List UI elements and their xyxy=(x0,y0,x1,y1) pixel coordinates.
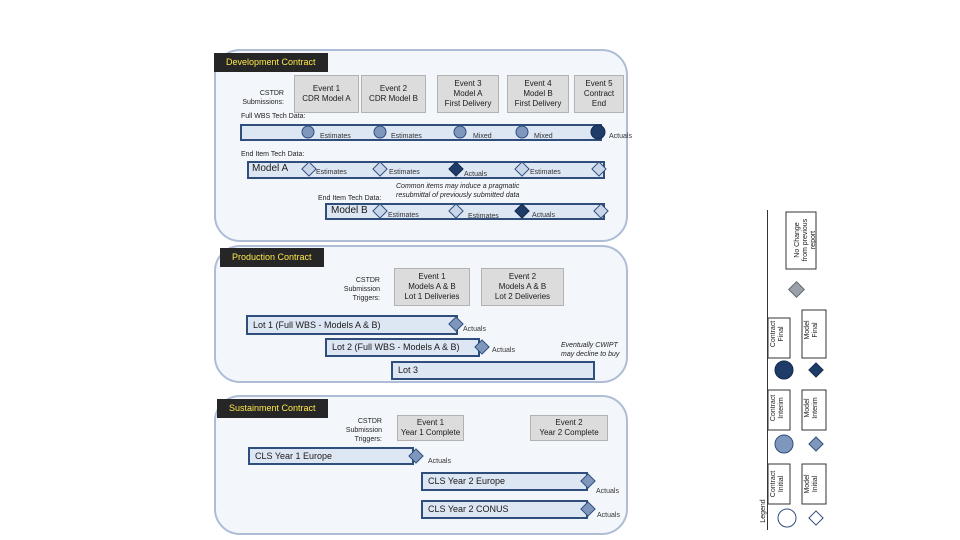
prod-csdr-label: CSTDR Submission Triggers: xyxy=(343,277,380,302)
cls-year-2-europe-bar: CLS Year 2 Europe xyxy=(421,472,588,491)
model-b-label: Model B xyxy=(331,205,368,216)
dev-event-5: Event 5 Contract End xyxy=(574,75,624,113)
full-wbs-mark-3: Mixed xyxy=(473,133,492,140)
model-b-mark-2: Estimates xyxy=(468,213,499,220)
model-b-mark-3: Actuals xyxy=(532,212,555,219)
prod-event-1: Event 1 Models A & B Lot 1 Deliveries xyxy=(394,268,470,306)
model-a-diamond-4 xyxy=(514,161,530,177)
lot-3-bar: Lot 3 xyxy=(391,361,595,380)
dev-note: Common items may induce a pragmatic resu… xyxy=(396,183,520,199)
legend-no-change-frame xyxy=(785,211,817,270)
end-item-label-b: End Item Tech Data: xyxy=(318,195,382,202)
sustainment-title: Sustainment Contract xyxy=(217,399,328,418)
legend-model-initial-frame xyxy=(801,463,827,505)
sust-event-2: Event 2 Year 2 Complete xyxy=(530,415,608,441)
model-a-mark-3: Actuals xyxy=(464,171,487,178)
cls-year-1-mark: Actuals xyxy=(428,458,451,465)
model-b-diamond-3 xyxy=(514,203,530,219)
dev-csdr-label: CSTDR Submissions: xyxy=(242,90,284,106)
dev-event-2: Event 2 CDR Model B xyxy=(361,75,426,113)
full-wbs-mark-2: Estimates xyxy=(391,133,422,140)
model-a-mark-2: Estimates xyxy=(389,169,420,176)
dev-event-4: Event 4 Model B First Delivery xyxy=(507,75,569,113)
model-b-mark-1: Estimates xyxy=(388,212,419,219)
cls-year-1-diamond xyxy=(408,448,424,464)
full-wbs-mark-1: Estimates xyxy=(320,133,351,140)
legend-model-final-diamond xyxy=(808,362,824,378)
full-wbs-label: Full WBS Tech Data: xyxy=(241,113,306,120)
legend-no-change-diamond xyxy=(788,281,805,298)
full-wbs-initial-circle-2 xyxy=(373,125,387,139)
dev-event-3: Event 3 Model A First Delivery xyxy=(437,75,499,113)
cls-year-2-conus-diamond xyxy=(580,501,596,517)
sust-event-1: Event 1 Year 1 Complete xyxy=(397,415,464,441)
lot-1-mark: Actuals xyxy=(463,326,486,333)
model-a-diamond-2 xyxy=(372,161,388,177)
cls-year-2-europe-diamond xyxy=(580,473,596,489)
legend-model-initial-diamond xyxy=(808,510,824,526)
legend-contract-final-frame xyxy=(767,317,791,359)
legend-contract-interim-frame xyxy=(767,389,791,431)
legend-frame xyxy=(767,210,830,530)
lot-2-diamond xyxy=(474,339,490,355)
legend-contract-initial-frame xyxy=(767,463,791,505)
cls-year-2-conus-bar: CLS Year 2 CONUS xyxy=(421,500,588,519)
lot-2-mark: Actuals xyxy=(492,347,515,354)
legend-contract-initial-circle xyxy=(777,508,797,528)
sust-csdr-label: CSTDR Submission Triggers: xyxy=(345,418,382,443)
legend-model-interim-frame xyxy=(801,389,827,431)
end-item-label: End Item Tech Data: xyxy=(241,151,305,158)
model-b-diamond-2 xyxy=(448,203,464,219)
model-a-diamond-1 xyxy=(301,161,317,177)
full-wbs-mark-4: Mixed xyxy=(534,133,553,140)
model-a-diamond-5 xyxy=(591,161,607,177)
prod-note: Eventually CWIPT may decline to buy xyxy=(561,342,620,358)
lot-1-bar: Lot 1 (Full WBS - Models A & B) xyxy=(246,315,458,335)
development-title: Development Contract xyxy=(214,53,328,72)
cls-year-2-europe-mark: Actuals xyxy=(596,488,619,495)
dev-event-1: Event 1 CDR Model A xyxy=(294,75,359,113)
model-b-diamond-1 xyxy=(372,203,388,219)
legend-contract-interim-circle xyxy=(774,434,794,454)
full-wbs-mark-5: Actuals xyxy=(609,133,632,140)
prod-event-2: Event 2 Models A & B Lot 2 Deliveries xyxy=(481,268,564,306)
model-a-diamond-3 xyxy=(448,161,464,177)
legend-model-interim-diamond xyxy=(808,436,824,452)
full-wbs-final-circle xyxy=(590,124,606,140)
model-b-diamond-4 xyxy=(593,203,609,219)
lot-1-diamond xyxy=(448,316,464,332)
production-title: Production Contract xyxy=(220,248,324,267)
legend-contract-final-circle xyxy=(774,360,794,380)
model-a-label: Model A xyxy=(252,163,289,174)
legend-model-final-frame xyxy=(801,309,827,359)
model-a-mark-4: Estimates xyxy=(530,169,561,176)
full-wbs-initial-circle-1 xyxy=(301,125,315,139)
full-wbs-interim-circle-1 xyxy=(453,125,467,139)
model-a-mark-1: Estimates xyxy=(316,169,347,176)
cls-year-2-conus-mark: Actuals xyxy=(597,512,620,519)
full-wbs-interim-circle-2 xyxy=(515,125,529,139)
